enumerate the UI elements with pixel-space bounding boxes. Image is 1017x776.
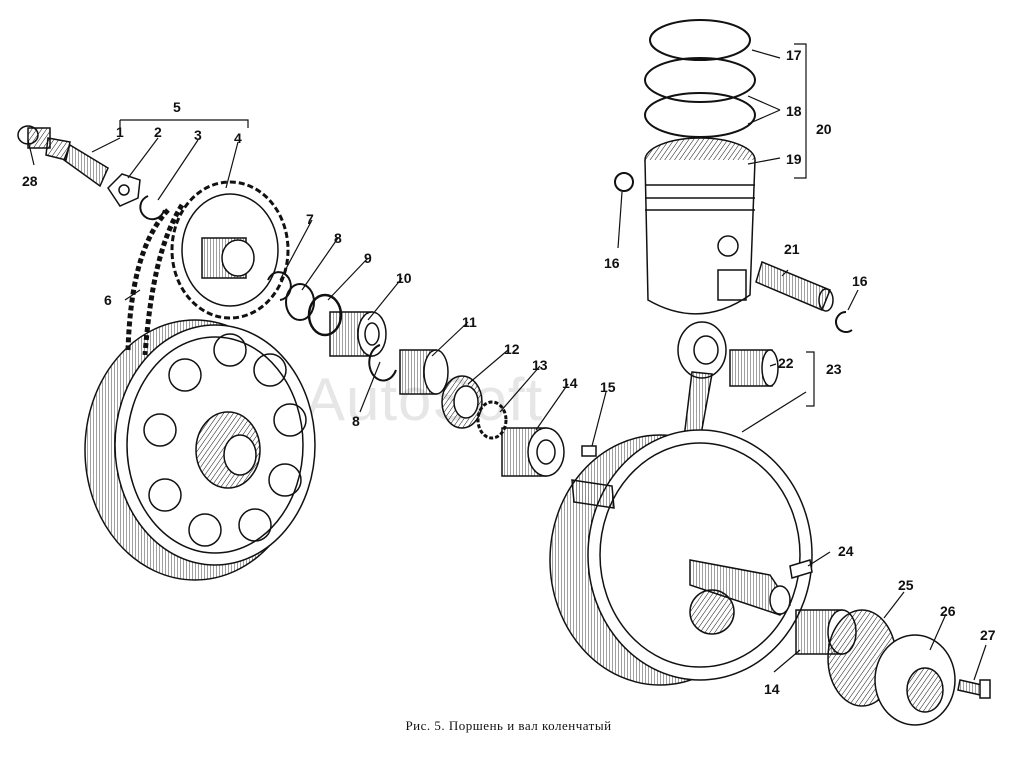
part-4-sprocket [170, 180, 290, 320]
callout-22: 22 [778, 355, 794, 371]
callout-24: 24 [838, 543, 854, 559]
callout-14-lower: 14 [764, 681, 780, 697]
callout-3: 3 [194, 127, 202, 143]
callout-16-left: 16 [604, 255, 620, 271]
part-28-nut [17, 125, 51, 149]
callout-15: 15 [600, 379, 616, 395]
part-16-circlip-lower [835, 311, 853, 333]
callout-8-upper: 8 [334, 230, 342, 246]
callout-14-upper: 14 [562, 375, 578, 391]
callout-5: 5 [173, 99, 181, 115]
part-15-key [581, 445, 597, 457]
part-2-lock-washer [107, 173, 141, 207]
callout-10: 10 [396, 270, 412, 286]
part-10-bearing [329, 311, 387, 357]
callout-18: 18 [786, 103, 802, 119]
left-flywheel [84, 319, 316, 581]
callout-26: 26 [940, 603, 956, 619]
part-17-ring [649, 19, 751, 61]
callout-23: 23 [826, 361, 842, 377]
connecting-rod [677, 321, 727, 441]
part-27-screw [957, 679, 991, 699]
callout-1: 1 [116, 124, 124, 140]
part-18-rings [644, 57, 756, 138]
part-1-bolt [45, 137, 109, 188]
callout-13: 13 [532, 357, 548, 373]
callout-11: 11 [462, 314, 477, 330]
callout-8-lower: 8 [352, 413, 360, 429]
figure-caption: Рис. 5. Поршень и вал коленчатый [405, 718, 612, 733]
callout-4: 4 [234, 130, 242, 146]
part-13-ring [476, 400, 508, 440]
callout-21: 21 [784, 241, 800, 257]
part-14-bearing [501, 427, 565, 477]
callout-7: 7 [306, 211, 314, 227]
callout-6: 6 [104, 292, 112, 308]
part-12-bearing [441, 375, 483, 429]
callout-28: 28 [22, 173, 38, 189]
part-8-lower-circlip [368, 344, 397, 382]
leader-lines [27, 43, 987, 681]
part-19-piston [644, 137, 756, 315]
callout-2: 2 [154, 124, 162, 140]
part-21-piston-pin [755, 260, 834, 312]
callout-17: 17 [786, 47, 802, 63]
part-6-chain [125, 203, 185, 356]
callout-16-right: 16 [852, 273, 868, 289]
part-11-bushing [399, 349, 449, 395]
callout-9: 9 [364, 250, 372, 266]
part-24-key [789, 559, 813, 579]
right-flywheel [549, 429, 813, 686]
callout-12: 12 [504, 341, 520, 357]
callout-19: 19 [786, 151, 802, 167]
callout-27: 27 [980, 627, 996, 643]
callout-25: 25 [898, 577, 914, 593]
part-22-bushing [729, 349, 779, 387]
callout-20: 20 [816, 121, 832, 137]
part-16-circlip-upper [614, 172, 634, 192]
part-26-cover [874, 634, 956, 726]
